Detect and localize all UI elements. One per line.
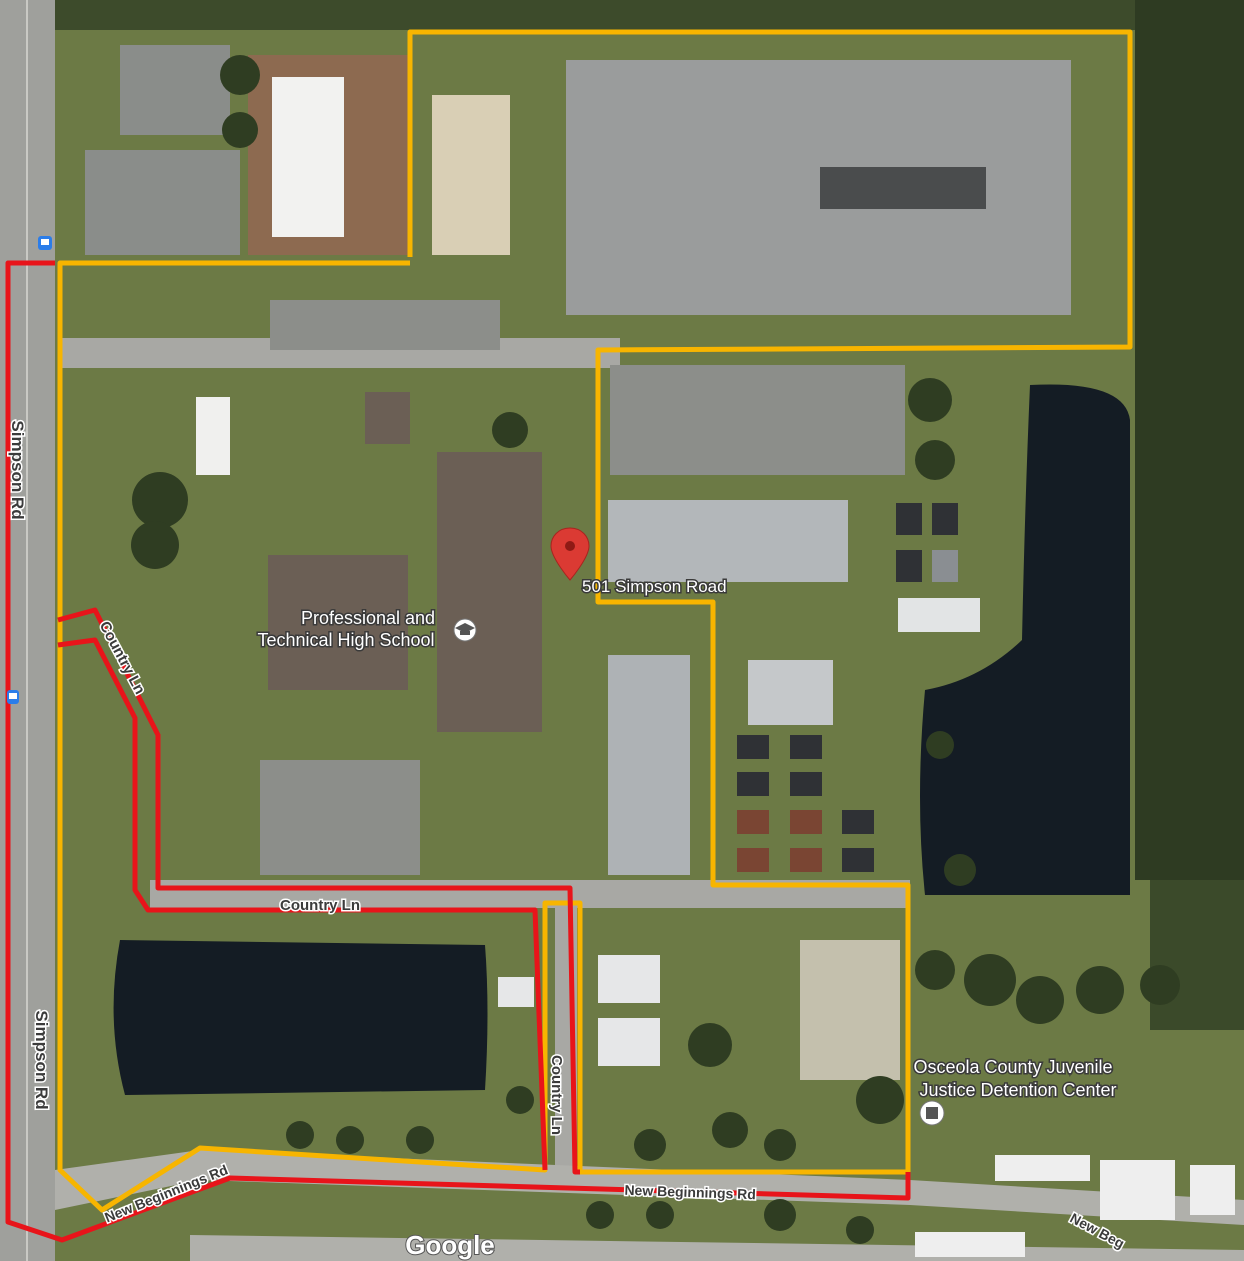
road-label-country-ln-vert: Country Ln [548, 1055, 565, 1135]
building [365, 392, 410, 444]
building [196, 397, 230, 475]
new-beginnings-road [55, 1150, 1244, 1225]
school-label-line2[interactable]: Technical High School [256, 629, 436, 652]
road-label-simpson-top: Simpson Rd [8, 420, 27, 519]
parking-lot [120, 45, 230, 135]
map-pin-icon[interactable] [550, 527, 590, 581]
cabin-grid [737, 503, 958, 872]
parking-lot [260, 760, 420, 875]
warehouse [748, 660, 833, 725]
building [898, 598, 980, 632]
parking-lot [85, 150, 240, 255]
asphalt-patch [820, 167, 986, 209]
sandy-lot [800, 940, 900, 1080]
road-label-country-ln-horiz: Country Ln [280, 897, 360, 914]
building [598, 1018, 660, 1066]
school-building [268, 555, 408, 690]
tree-strip [50, 0, 1135, 30]
bus-stop-icon[interactable] [38, 236, 52, 250]
parking-lot [566, 60, 1071, 315]
pond [113, 940, 488, 1095]
address-label[interactable]: 501 Simpson Road [581, 576, 729, 598]
warehouse [608, 655, 690, 875]
school-building [437, 452, 542, 732]
forest [1135, 0, 1244, 880]
building-poi-icon[interactable] [919, 1100, 945, 1126]
detention-label-line2[interactable]: Justice Detention Center [918, 1079, 1118, 1102]
trees [131, 55, 1180, 1244]
google-logo: Google [405, 1230, 495, 1260]
parking-lot [270, 300, 500, 350]
building [432, 95, 510, 255]
building [498, 977, 534, 1007]
pond [920, 384, 1130, 895]
forest [1150, 880, 1244, 1030]
road-label-new-beginnings-mid: New Beginnings Rd [624, 1182, 756, 1203]
school-label-line1[interactable]: Professional and [299, 607, 436, 630]
graduation-cap-icon[interactable] [453, 618, 477, 642]
bus-stop-icon[interactable] [7, 690, 19, 704]
building [598, 955, 660, 1003]
warehouse [608, 500, 848, 582]
detention-label-line1[interactable]: Osceola County Juvenile [912, 1056, 1114, 1079]
parking-lot [610, 365, 905, 475]
building [272, 77, 344, 237]
road-label-simpson-bottom: Simpson Rd [32, 1010, 51, 1109]
bus-lot [915, 1155, 1235, 1257]
red-boundary [5, 260, 911, 1243]
